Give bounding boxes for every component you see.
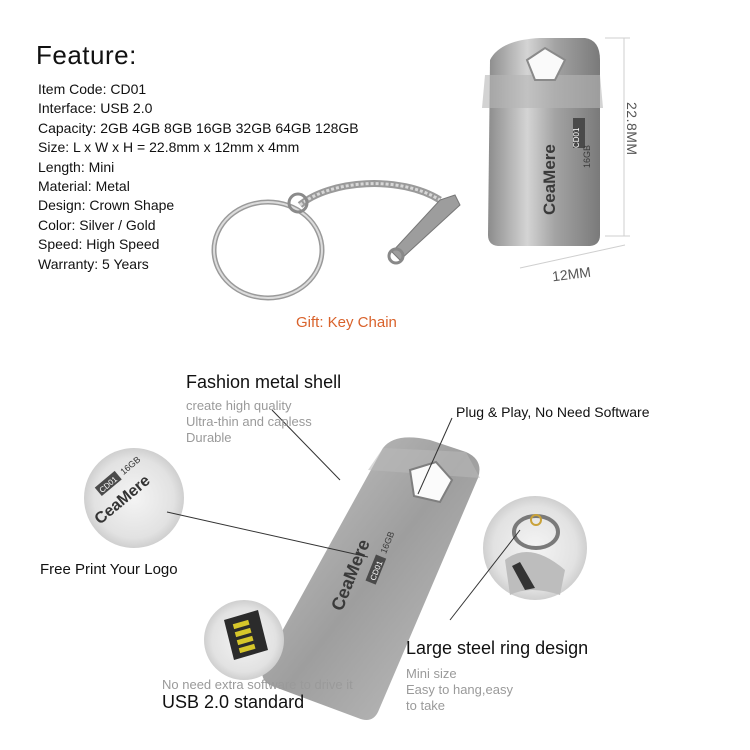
fashion-shell-title: Fashion metal shell [186, 372, 342, 392]
driver-note: No need extra software to drive it [162, 677, 353, 692]
svg-text:16GB: 16GB [582, 145, 592, 168]
spec-item: Color: Silver / Gold [38, 216, 156, 233]
key-chain-illustration [211, 180, 461, 301]
spec-item: Material: Metal [38, 178, 130, 195]
feature-title: Feature: [36, 40, 137, 70]
ring-line: Easy to hang,easy [406, 682, 513, 697]
logo-detail-circle: CeaMere CD01 16GB [84, 448, 184, 548]
fashion-line: Ultra-thin and capless [186, 414, 312, 429]
svg-text:CD01: CD01 [572, 127, 581, 148]
ring-line: to take [406, 698, 446, 713]
spec-list: Item Code: CD01 Interface: USB 2.0 Capac… [38, 80, 359, 274]
ring-line: Mini size [406, 666, 457, 681]
free-logo-label: Free Print Your Logo [40, 561, 178, 578]
height-dimension-label: 22.8MM [624, 102, 640, 156]
usb-standard-label: USB 2.0 standard [162, 692, 305, 712]
top-brand-logo: CeaMere [540, 144, 559, 215]
spec-item: Speed: High Speed [38, 236, 160, 253]
top-usb-drive: CeaMere CD01 16GB [482, 37, 630, 269]
fashion-line: create high quality [186, 398, 292, 413]
spec-item: Warranty: 5 Years [38, 255, 149, 272]
spec-item: Length: Mini [38, 158, 115, 175]
gift-label: Gift: Key Chain [296, 314, 397, 331]
spec-item: Design: Crown Shape [38, 197, 175, 214]
usb-connector-circle [204, 600, 284, 680]
steel-ring-description: Mini size Easy to hang,easy to take [406, 666, 513, 714]
spec-item: Interface: USB 2.0 [38, 100, 153, 117]
spec-item: Size: L x W x H = 22.8mm x 12mm x 4mm [38, 139, 300, 156]
spec-item: Item Code: CD01 [38, 81, 147, 97]
steel-ring-circle [483, 496, 587, 600]
plug-and-play-label: Plug & Play, No Need Software [456, 404, 650, 420]
main-usb-drive: CeaMere CD01 16GB [262, 437, 480, 720]
spec-item: Capacity: 2GB 4GB 8GB 16GB 32GB 64GB 128… [38, 119, 359, 136]
fashion-shell-description: create high quality Ultra-thin and caple… [186, 398, 312, 446]
steel-ring-title: Large steel ring design [406, 638, 589, 658]
fashion-line: Durable [186, 430, 232, 445]
